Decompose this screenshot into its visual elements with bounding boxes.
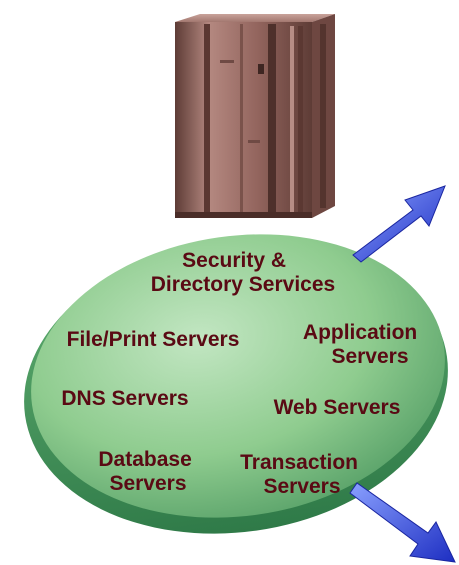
web-servers-label: Web Servers — [274, 396, 401, 419]
transaction-servers-label: Transaction Servers — [240, 451, 364, 498]
platform-disc — [24, 234, 448, 534]
database-servers-label: Database Servers — [98, 448, 197, 495]
mainframe-server-icon — [175, 14, 335, 218]
application-servers-label: Application Servers — [303, 321, 423, 368]
growth-arrow-icon — [352, 185, 446, 263]
file-print-servers-label: File/Print Servers — [67, 328, 240, 351]
dns-servers-label: DNS Servers — [61, 387, 188, 410]
security-directory-services-label: Security & Directory Services — [151, 249, 335, 296]
expansion-arrow-icon — [349, 482, 456, 563]
